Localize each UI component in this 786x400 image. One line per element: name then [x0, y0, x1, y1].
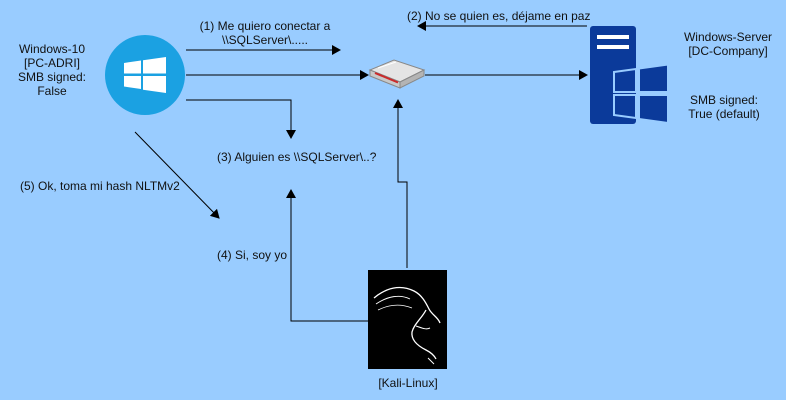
- step-2-label: (2) No se quien es, déjame en paz: [407, 9, 591, 23]
- arrow-step-5: [134, 131, 220, 219]
- server-smb-label-group: SMB signed: True (default): [672, 93, 776, 121]
- step-1-line-1: (1) Me quiero conectar a: [199, 19, 331, 33]
- step-4-label: (4) Si, soy yo: [217, 248, 288, 262]
- pc-label: Windows-10 [PC-ADRI] SMB signed: False: [12, 42, 92, 98]
- step-3-label: (3) Alguien es \\SQLServer\..?: [217, 150, 377, 164]
- step-5-label: (5) Ok, toma mi hash NLTMv2: [20, 179, 180, 193]
- kali-label: [Kali-Linux]: [378, 376, 438, 390]
- arrow-step-4: [286, 189, 368, 322]
- server-windows-icon: [590, 26, 669, 125]
- server-smb-value: True (default): [688, 107, 760, 121]
- step-1-line-2: \\SQLServer\.....: [221, 33, 309, 47]
- router-icon: [368, 59, 426, 89]
- pc-smb-value: False: [37, 84, 67, 98]
- arrow-kali-to-router: [393, 99, 408, 268]
- kali-dragon-icon: [368, 270, 447, 369]
- pc-name: Windows-10: [18, 42, 86, 56]
- step-1-label: (1) Me quiero conectar a \\SQLServer\...…: [190, 19, 340, 47]
- server-name: Windows-Server: [683, 30, 773, 44]
- server-host: [DC-Company]: [688, 44, 768, 58]
- windows-logo-icon: [105, 35, 185, 115]
- pc-smb-label: SMB signed:: [17, 70, 87, 84]
- arrow-pc-to-broadcast: [186, 99, 296, 139]
- server-label: Windows-Server [DC-Company]: [672, 30, 784, 58]
- server-smb-label: SMB signed:: [689, 93, 759, 107]
- pc-host: [PC-ADRI]: [23, 56, 80, 70]
